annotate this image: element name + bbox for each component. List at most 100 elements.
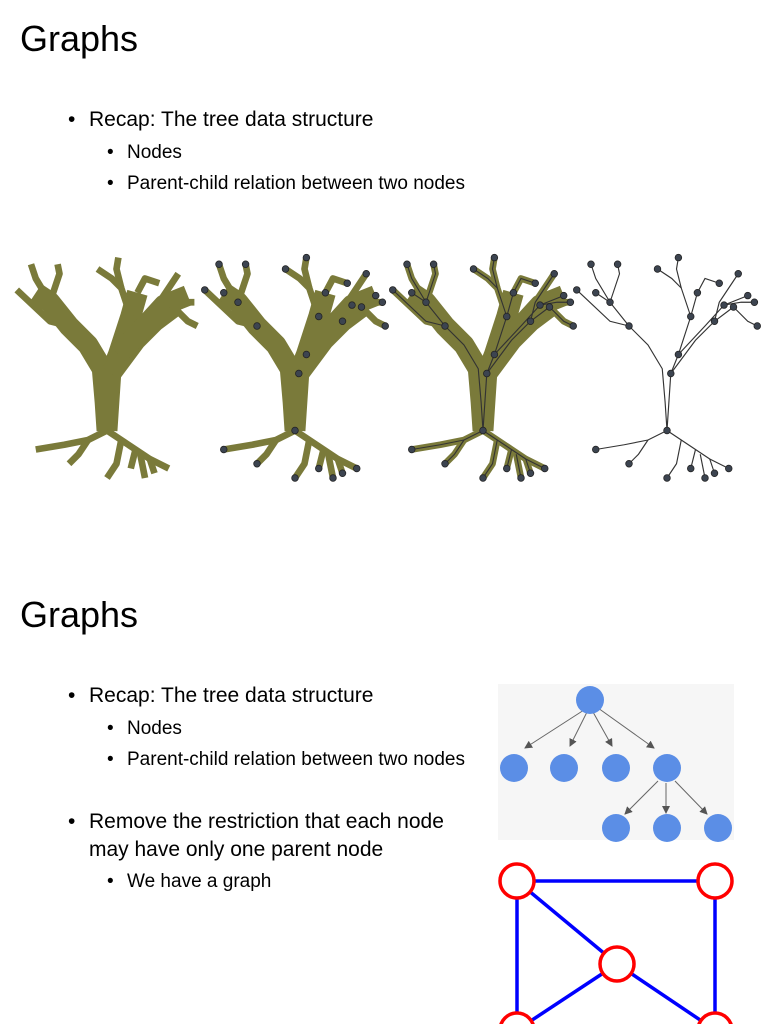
tree-edge [529, 273, 555, 322]
bullet-text: Nodes [127, 718, 182, 739]
tree-branch [202, 287, 258, 330]
tree-node [753, 322, 761, 330]
tree-edge [473, 268, 508, 317]
tree-edge [713, 273, 739, 322]
graph-node [598, 945, 636, 983]
tree-node [566, 298, 575, 306]
tree-branch [351, 298, 383, 309]
bullet-text: Remove the restriction that each node ma… [89, 810, 444, 861]
tree-edge [597, 707, 655, 749]
tree-node [602, 814, 630, 842]
tree-node [378, 298, 387, 306]
tree-node [687, 464, 695, 473]
tree-branch [339, 271, 370, 323]
tree-panel-4 [573, 253, 761, 482]
tree-node [531, 279, 539, 287]
bullet-dot: • [107, 173, 114, 194]
tree-node [291, 474, 299, 482]
tree-node [408, 289, 416, 297]
tree-branch [254, 438, 279, 467]
tree-edge [493, 295, 564, 355]
bullet-text: Recap: The tree data structure [89, 108, 374, 131]
tree-edge [628, 439, 649, 465]
tree-node [403, 260, 411, 268]
tree-node [291, 426, 299, 435]
tree-node [550, 270, 558, 278]
tree-node [500, 754, 528, 782]
bullet-dot: • [68, 810, 76, 833]
bullet-level2: • Nodes [107, 716, 467, 741]
tree-node [569, 322, 577, 330]
tree-edge [666, 292, 698, 431]
tree-node [241, 260, 250, 268]
tree-edge [576, 289, 630, 327]
tree-panel-1 [14, 257, 199, 480]
tree-node [674, 350, 683, 359]
bullet-level1: • Recap: The tree data structure [68, 682, 488, 710]
tree-node [573, 286, 581, 294]
tree-node [729, 303, 738, 311]
bullet-dot: • [107, 718, 114, 739]
tree-edge [491, 257, 498, 289]
tree-node [704, 814, 732, 842]
tree-node [381, 322, 389, 330]
tree-node [701, 474, 709, 482]
tree-edge [609, 264, 621, 303]
tree-node [220, 445, 228, 454]
tree-node [734, 270, 742, 278]
tree-node [389, 286, 397, 294]
tree-edge [674, 780, 708, 815]
tree-edge [666, 430, 730, 470]
tree-branch [35, 427, 109, 453]
tree-edge [512, 277, 536, 294]
tree-node [348, 301, 356, 309]
tree-branch [14, 287, 70, 330]
tree-edge [590, 264, 611, 303]
slide-title: Graphs [20, 594, 139, 635]
tree-node [536, 301, 544, 309]
tree-edge [411, 429, 484, 451]
bullet-level1: • Recap: The tree data structure [68, 106, 488, 134]
tree-node [744, 291, 752, 300]
tree-edge [392, 289, 446, 327]
tree-node [362, 270, 370, 278]
tree-node [302, 253, 311, 262]
tree-node [329, 474, 337, 482]
tree-node [526, 317, 535, 325]
tree-node [653, 265, 662, 273]
tree-node [750, 298, 759, 306]
slide-title: Graphs [20, 18, 139, 59]
tree-node [408, 445, 416, 454]
tree-branch [151, 271, 182, 323]
graph-edge [515, 879, 619, 966]
tree-node [653, 814, 681, 842]
tree-node [479, 474, 487, 482]
bullet-dot: • [107, 142, 114, 163]
tree-edge [699, 454, 706, 479]
tree-branch [136, 453, 149, 479]
tree-branch [95, 266, 134, 318]
tree-node [710, 469, 719, 477]
bullet-dot: • [107, 871, 114, 892]
graph-edge [522, 962, 618, 1024]
bullet-text: Parent-child relation between two nodes [127, 173, 465, 194]
tree-edge [444, 439, 465, 465]
tree-node [490, 350, 499, 359]
tree-edge [595, 292, 668, 431]
tree-edge [670, 306, 734, 374]
tree-panel-3 [389, 253, 577, 482]
tree-node [234, 298, 242, 306]
tree-node [201, 286, 209, 294]
tree-node [315, 464, 323, 473]
tree-node [687, 312, 695, 321]
tree-branch [113, 257, 125, 289]
graph-node [696, 862, 734, 900]
tree-node [602, 754, 630, 782]
bullet-level2: • Parent-child relation between two node… [107, 747, 467, 772]
tree-branch [163, 298, 195, 309]
tree-node [541, 464, 549, 473]
tree-node [625, 460, 633, 468]
bullet-dot: • [68, 684, 76, 707]
tree-node [667, 369, 675, 378]
tree-edge [539, 301, 571, 306]
